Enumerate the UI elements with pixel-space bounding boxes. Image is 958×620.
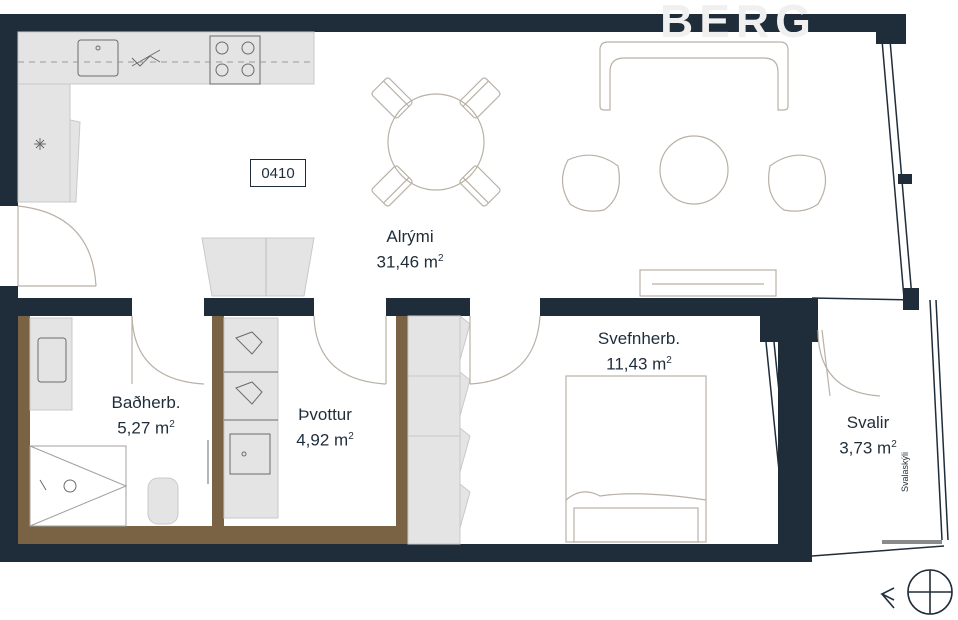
interior-doors [131, 315, 881, 397]
wardrobe [407, 314, 471, 545]
room-name: Svefnherb. [597, 329, 681, 348]
bathroom-fixtures [29, 317, 179, 527]
room-name: Baðherb. [111, 393, 181, 412]
kitchen-fixtures [34, 35, 261, 150]
room-label-balcony: Svalir 3,73 m2 [818, 412, 918, 460]
unit-number-label: 0410 [250, 159, 306, 187]
double-bed [565, 375, 707, 543]
room-label-living: Alrými 31,46 m2 [350, 226, 470, 274]
bathroom-details [37, 337, 77, 493]
room-area: 11,43 m2 [606, 354, 672, 374]
north-arrow-icon [880, 569, 953, 615]
balcony-glazing-label: Svalaskýli [900, 451, 910, 492]
room-area: 5,27 m2 [117, 418, 175, 438]
room-area: 31,46 m2 [376, 252, 444, 272]
wet-room-walls [18, 316, 408, 544]
room-name: Þvottur [298, 405, 352, 424]
exterior-walls [0, 14, 919, 562]
lounge-furniture [561, 41, 827, 297]
interior-walls [18, 298, 778, 316]
laundry-fixtures [207, 331, 278, 484]
entrance-door [17, 205, 97, 287]
room-name: Svalir [846, 413, 890, 432]
window-glazing [765, 39, 949, 557]
sideboard [201, 237, 315, 297]
brand-watermark: BERG [660, 0, 817, 47]
room-label-laundry: Þvottur 4,92 m2 [270, 404, 380, 452]
laundry-units [223, 317, 279, 519]
room-area: 3,73 m2 [839, 438, 897, 458]
room-name: Alrými [386, 227, 434, 246]
room-area: 4,92 m2 [296, 430, 354, 450]
room-label-bathroom: Baðherb. 5,27 m2 [86, 392, 206, 440]
kitchen-counter [17, 31, 315, 203]
room-label-bedroom: Svefnherb. 11,43 m2 [574, 328, 704, 376]
balcony-rail [882, 540, 942, 544]
dining-set [371, 77, 501, 207]
